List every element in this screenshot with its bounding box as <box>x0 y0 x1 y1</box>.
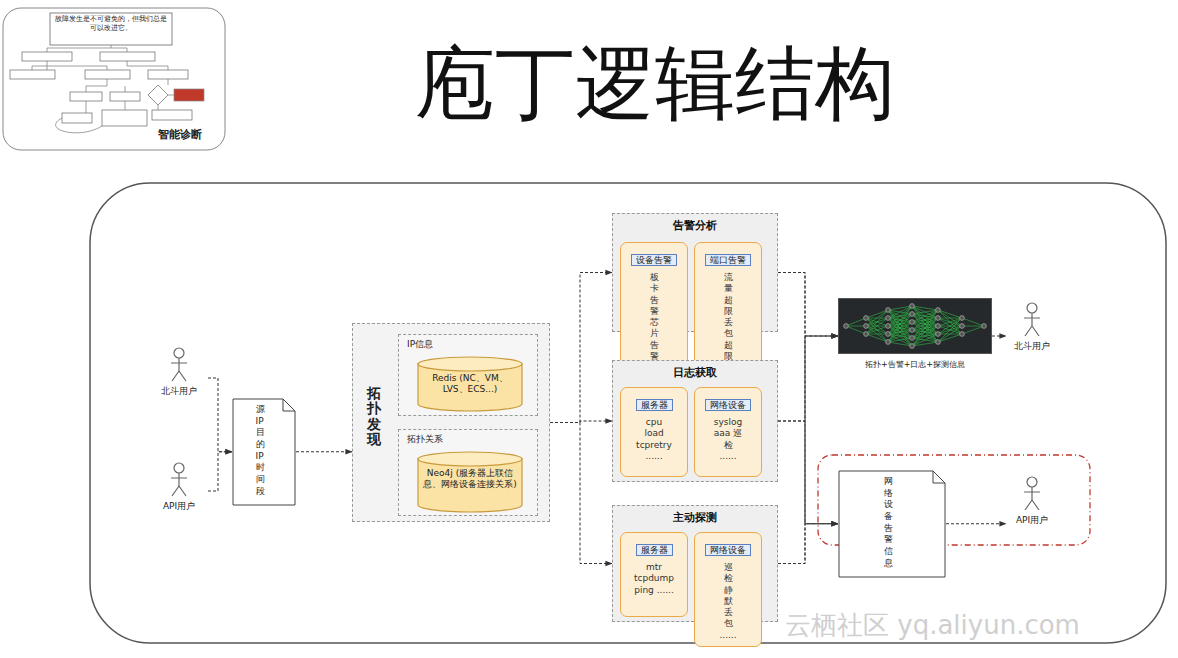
group-heading: 主动探测 <box>613 511 777 524</box>
sub-group-box: IP信息 Redis (NC、VM、LVS、ECS...) <box>398 334 538 416</box>
database-text: Redis (NC、VM、LVS、ECS...) <box>423 373 517 396</box>
user-actor: 北斗用户 <box>1006 300 1058 356</box>
group-heading: IP信息 <box>407 339 529 350</box>
module-box: 拓扑发现 IP信息 Redis (NC、VM、LVS、ECS...) 拓扑关系 Neo4… <box>352 323 550 522</box>
network-graph-box: 拓扑+告警+日志+探测信息 <box>838 298 992 374</box>
actor-figure <box>1021 476 1043 512</box>
thumbnail-label: 故障发生是不可避免的，但我们总是可以改进它。 <box>53 15 169 34</box>
dashed-connector <box>550 423 612 564</box>
dashed-connector <box>208 452 232 491</box>
thumbnail <box>3 8 225 150</box>
vertical-heading: 拓扑发现 <box>367 386 381 448</box>
group-heading: 告警分析 <box>613 219 777 232</box>
item-box: 网络设备 syslog aaa 巡检 ...... <box>694 387 762 477</box>
database-cylinder: Redis (NC、VM、LVS、ECS...) <box>417 356 523 412</box>
actor-name: API用户 <box>1006 515 1058 526</box>
outer-frame <box>90 183 1166 643</box>
dashed-connector <box>778 421 838 524</box>
user-actor: 北斗用户 <box>150 345 208 411</box>
thumbnail-red-box <box>174 89 204 101</box>
function-group: 告警分析设备告警板卡告警 芯片告警 机箱告警 ......端口告警流量超限 丢包… <box>612 213 778 332</box>
title: 庖丁逻辑结构 <box>415 44 895 124</box>
function-group: 日志获取服务器 cpu load tcpretry ...... 网络设备 syslo… <box>612 360 778 482</box>
dashed-connector <box>550 421 612 423</box>
dashed-connector <box>946 523 1006 524</box>
item-list: mtr tcpdump ping ...... <box>634 562 674 596</box>
actor-figure <box>168 462 190 498</box>
database-cylinder: Neo4j (服务器上联信息、网络设备连接关系) <box>417 451 523 513</box>
dashed-connector <box>778 273 838 337</box>
item-box: 网络设备巡检 静默丢包 ...... <box>694 532 762 647</box>
dashed-connector <box>296 451 352 452</box>
item-heading: 网络设备 <box>705 544 751 556</box>
item-heading: 服务器 <box>636 544 673 556</box>
group-heading: 日志获取 <box>613 366 777 379</box>
item-heading: 设备告警 <box>631 254 677 266</box>
dashed-connector <box>778 524 838 564</box>
thumbnail-frame <box>3 8 225 150</box>
dashed-connector <box>778 273 838 524</box>
item-heading: 端口告警 <box>705 254 751 266</box>
cylinder-outline <box>417 356 523 412</box>
actor-figure <box>1021 302 1043 338</box>
watermark: 云栖社区 yq.aliyun.com <box>785 610 1080 641</box>
thumbnail-box <box>50 13 172 45</box>
dashed-connector <box>550 273 612 423</box>
actor-name: API用户 <box>150 501 208 512</box>
dashed-connector <box>208 378 232 452</box>
user-actor: API用户 <box>1006 474 1058 532</box>
item-list: syslog aaa 巡检 ...... <box>714 417 742 462</box>
sub-group-box: 拓扑关系 Neo4j (服务器上联信息、网络设备连接关系) <box>398 429 538 516</box>
document-shape: 源IP 目的IP 时间段 <box>232 398 296 506</box>
item-list: 巡检 静默丢包 ...... <box>719 562 736 641</box>
document-shape: 网络设备 告警信息 <box>838 470 946 578</box>
document-text: 源IP 目的IP 时间段 <box>256 404 265 498</box>
function-group: 主动探测服务器mtr tcpdump ping ......网络设备巡检 静默丢… <box>612 505 778 622</box>
item-heading: 网络设备 <box>705 399 751 411</box>
database-text: Neo4j (服务器上联信息、网络设备连接关系) <box>423 468 517 491</box>
thumbnail-links <box>32 45 174 133</box>
dashed-connector <box>778 336 838 564</box>
item-list: cpu load tcpretry ...... <box>636 417 672 462</box>
actor-name: 北斗用户 <box>150 386 208 397</box>
image-caption: 拓扑+告警+日志+探测信息 <box>838 360 992 370</box>
dashed-connector <box>778 336 838 421</box>
dashed-connector <box>992 336 1006 337</box>
actor-figure <box>168 347 190 383</box>
actor-name: 北斗用户 <box>1006 341 1058 352</box>
user-actor: API用户 <box>150 460 208 522</box>
document-text: 网络设备 告警信息 <box>884 476 893 570</box>
thumbnail-boxes <box>10 52 192 126</box>
item-heading: 服务器 <box>636 399 673 411</box>
thumbnail-label: 智能诊断 <box>158 128 202 141</box>
network-graph-image <box>838 298 992 354</box>
item-box: 服务器 mtr tcpdump ping ...... <box>620 532 688 617</box>
group-heading: 拓扑关系 <box>407 434 529 445</box>
item-box: 服务器 cpu load tcpretry ...... <box>620 387 688 477</box>
